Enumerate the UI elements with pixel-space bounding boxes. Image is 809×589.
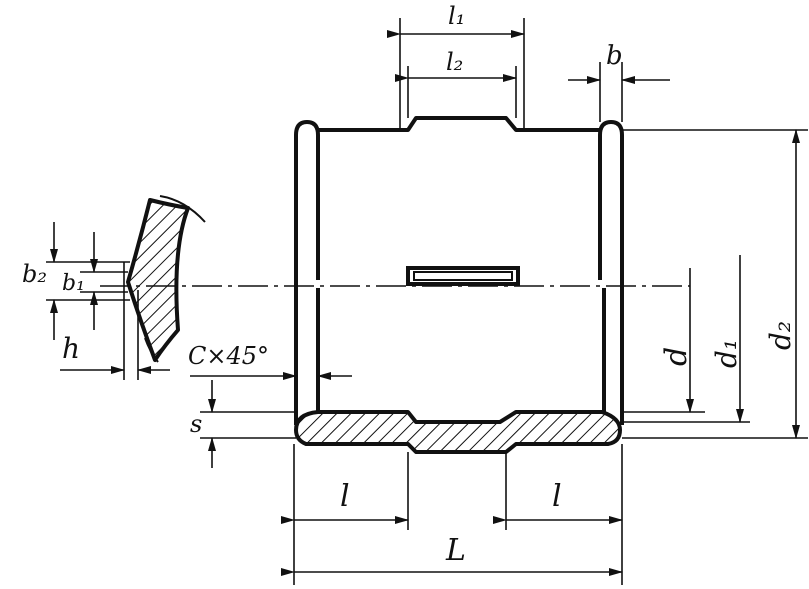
label-d: d <box>659 347 694 366</box>
label-b2: b₂ <box>22 260 47 288</box>
label-l-left: l <box>340 479 350 514</box>
label-s: s <box>190 410 202 438</box>
top-outline <box>318 116 600 132</box>
sleeve-body <box>294 116 624 425</box>
label-b: b <box>606 41 623 71</box>
dimension-labels: l₁ l₂ b b₂ b₁ h C×45° s d d₁ d₂ l l L <box>22 2 797 568</box>
label-l2: l₂ <box>446 48 463 76</box>
bottom-section <box>294 410 622 454</box>
left-flange <box>294 120 320 425</box>
label-h: h <box>62 332 80 365</box>
dimension-lines <box>46 18 808 585</box>
right-flange <box>598 120 624 425</box>
keyway-slot <box>406 266 520 286</box>
thread-profile-detail <box>126 195 206 363</box>
label-b1: b₁ <box>62 271 85 296</box>
label-chamfer: C×45° <box>188 342 269 370</box>
label-l-right: l <box>552 479 562 514</box>
label-L: L <box>445 533 466 568</box>
label-d2: d₂ <box>764 321 797 350</box>
label-d1: d₁ <box>710 339 743 368</box>
label-l1: l₁ <box>448 2 465 30</box>
